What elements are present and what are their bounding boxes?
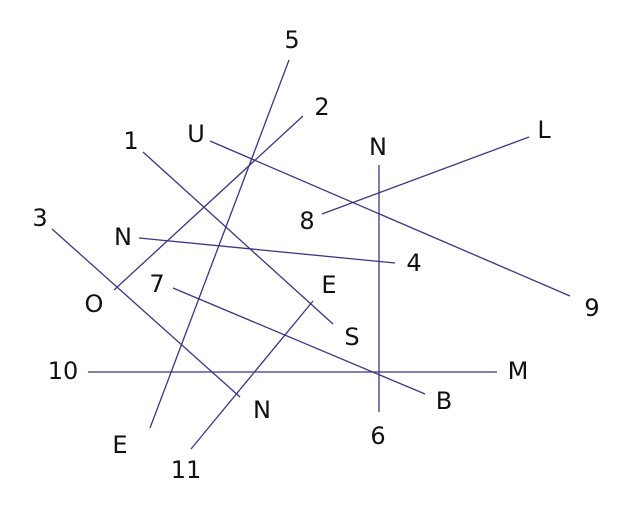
segment-N-to-4 <box>138 237 396 264</box>
segment-5-to-E <box>149 59 290 429</box>
label-U: U <box>187 120 205 148</box>
segment-7-to-B <box>172 287 426 395</box>
label-3: 3 <box>32 204 47 232</box>
segment-L-to-8 <box>321 136 530 215</box>
label-7: 7 <box>149 270 164 298</box>
segment-E-to-11 <box>190 300 314 450</box>
label-1: 1 <box>123 127 138 155</box>
label-E-bottom: E <box>112 431 127 459</box>
label-N-top: N <box>369 133 387 161</box>
label-S: S <box>344 323 359 351</box>
label-B: B <box>436 387 452 415</box>
label-8: 8 <box>299 207 314 235</box>
segment-U-to-9 <box>209 140 571 297</box>
segment-3-to-N <box>51 228 241 398</box>
label-6: 6 <box>370 422 385 450</box>
label-E-mid: E <box>321 271 336 299</box>
label-2: 2 <box>314 93 329 121</box>
label-L: L <box>537 116 551 144</box>
label-10: 10 <box>48 357 79 385</box>
segment-2-to-O <box>113 115 304 291</box>
label-9: 9 <box>584 294 599 322</box>
label-N-bottom: N <box>253 396 271 424</box>
label-N-left: N <box>114 223 132 251</box>
label-4: 4 <box>406 249 421 277</box>
label-5: 5 <box>284 26 299 54</box>
label-M: M <box>508 357 529 385</box>
label-O: O <box>85 290 104 318</box>
label-11: 11 <box>171 456 202 484</box>
segment-1-to-S <box>142 151 334 325</box>
